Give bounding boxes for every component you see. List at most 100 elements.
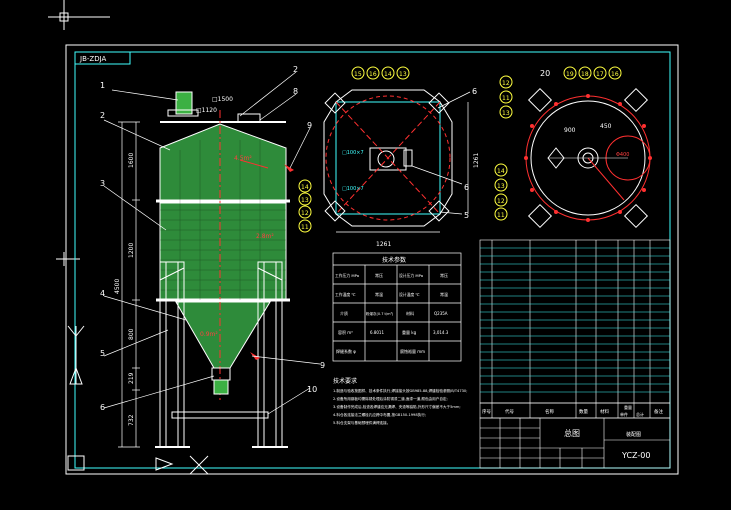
svg-text:11: 11	[497, 212, 505, 219]
svg-text:219: 219	[128, 372, 135, 384]
dim-top-2: □1120	[196, 107, 217, 114]
svg-text:13: 13	[301, 197, 309, 204]
callout-3: 3	[100, 179, 105, 188]
vertical-dimensions	[118, 121, 140, 448]
svg-text:16: 16	[369, 71, 377, 78]
svg-text:Q235A: Q235A	[434, 311, 448, 316]
svg-text:□100×7: □100×7	[342, 150, 364, 156]
svg-text:13: 13	[502, 110, 510, 117]
balloons-bottom-view-left	[494, 75, 513, 221]
svg-text:代号: 代号	[505, 408, 514, 415]
svg-text:容积 m³: 容积 m³	[338, 329, 353, 335]
svg-text:总计: 总计	[636, 411, 644, 417]
balloons-top-view	[351, 66, 410, 80]
notes-heading: 技术要求	[333, 377, 357, 385]
svg-text:单件: 单件	[620, 411, 628, 417]
title-block-name: 总图	[564, 428, 580, 438]
notes-lines: 1.制造与验收按图样、技术条件执行,焊接接头按GB985-88,焊缝检验参照JB…	[333, 388, 467, 425]
svg-text:Φ400: Φ400	[616, 152, 629, 158]
svg-text:常压: 常压	[375, 272, 383, 278]
ucs-icon	[67, 325, 209, 475]
svg-text:常温: 常温	[375, 291, 383, 297]
svg-text:常温: 常温	[440, 291, 448, 297]
bom-rows	[480, 247, 670, 393]
vibrator-motor	[175, 91, 193, 115]
callout-2: 2	[100, 111, 105, 120]
svg-text:4500: 4500	[114, 279, 121, 294]
upper-cone	[159, 123, 287, 201]
callout-1: 1	[100, 81, 105, 90]
tech-table	[332, 252, 462, 362]
title-tag: JB-ZDJA	[79, 55, 107, 63]
part-number: YCZ-00	[621, 451, 650, 460]
callout-r-9b: 9	[320, 361, 325, 370]
bottom-view: 900 450 Φ400	[524, 87, 652, 229]
callout-r-9: 9	[307, 121, 312, 130]
tech-table-title: 技术参数	[382, 256, 406, 264]
svg-text:16: 16	[611, 71, 619, 78]
svg-text:重量 kg: 重量 kg	[402, 329, 417, 335]
svg-text:800: 800	[128, 328, 135, 340]
silo-body	[159, 202, 287, 301]
ucs-crosshair	[48, 0, 110, 266]
callout-top-6: 6	[464, 183, 469, 192]
svg-text:工作温度 ℃: 工作温度 ℃	[335, 292, 356, 297]
svg-text:18: 18	[581, 71, 589, 78]
dim-view2-h: 1261	[376, 241, 391, 248]
svg-text:4.5m²: 4.5m²	[234, 155, 252, 162]
outer-frame	[65, 44, 679, 475]
svg-text:粉煤灰(0.7 t/m³): 粉煤灰(0.7 t/m³)	[366, 311, 394, 316]
svg-text:备注: 备注	[654, 408, 663, 415]
dim-view3-900: 900	[564, 127, 576, 134]
svg-text:3.设备制作完成后,检查各焊缝应无漏焊、夹渣等缺陷,外形尺寸: 3.设备制作完成后,检查各焊缝应无漏焊、夹渣等缺陷,外形尺寸偏差不大于5mm;	[333, 404, 461, 409]
svg-text:重量: 重量	[624, 404, 632, 410]
svg-text:14: 14	[301, 184, 309, 191]
svg-text:11: 11	[502, 95, 510, 102]
callout-r-2: 2	[293, 65, 298, 74]
bom-footer: 序号 代号 名称 数量 材料 单件 总计 备注 重量	[479, 402, 671, 419]
svg-text:14: 14	[384, 71, 392, 78]
balloon-stack-elevation	[298, 179, 312, 233]
dim-view2-v: 1261	[473, 153, 480, 168]
dim-view3-450: 450	[600, 123, 612, 130]
svg-text:12: 12	[502, 80, 510, 87]
svg-text:4.料仓各连接法兰螺栓孔应跨中布置,按GB150-1998执: 4.料仓各连接法兰螺栓孔应跨中布置,按GB150-1998执行;	[333, 412, 426, 417]
title-block-sub: 装配图	[626, 431, 641, 438]
title-block	[479, 417, 671, 469]
callout-r-8: 8	[293, 87, 298, 96]
svg-text:设计压力 MPa: 设计压力 MPa	[399, 273, 423, 278]
callout-4: 4	[100, 289, 105, 298]
svg-text:序号: 序号	[482, 408, 491, 415]
svg-text:介质: 介质	[340, 310, 348, 316]
svg-text:14: 14	[497, 168, 505, 175]
svg-text:1200: 1200	[128, 243, 135, 258]
left-callouts	[103, 89, 215, 409]
svg-text:名称: 名称	[545, 408, 554, 415]
callout-6: 6	[100, 403, 105, 412]
dim-text-vertical: 1600 1200 4500 800 219 732	[114, 153, 135, 426]
svg-text:13: 13	[497, 183, 505, 190]
svg-text:12: 12	[497, 198, 505, 205]
svg-text:设计温度 ℃: 设计温度 ℃	[399, 292, 420, 297]
balloons-bottom-view-top	[563, 66, 622, 80]
svg-text:732: 732	[128, 414, 135, 426]
svg-text:0.9m²: 0.9m²	[200, 331, 218, 338]
dim-top-1: □1500	[212, 96, 233, 103]
callout-bottom-20: 20	[540, 69, 550, 78]
svg-text:数量: 数量	[579, 408, 588, 415]
svg-text:6.8011: 6.8011	[370, 330, 384, 335]
callout-top-18: 6	[472, 87, 477, 96]
svg-text:工作压力 MPa: 工作压力 MPa	[335, 273, 359, 278]
bom-table	[479, 239, 671, 418]
callout-r-10: 10	[307, 385, 317, 394]
svg-text:3,014.3: 3,014.3	[433, 330, 449, 335]
svg-text:15: 15	[354, 71, 362, 78]
svg-text:5.料仓支架与基础预埋件满焊连接。: 5.料仓支架与基础预埋件满焊连接。	[333, 420, 390, 425]
svg-text:2.8m²: 2.8m²	[256, 233, 274, 240]
svg-text:17: 17	[596, 71, 604, 78]
svg-text:□100×7: □100×7	[342, 186, 364, 192]
svg-text:腐蚀裕量 mm: 腐蚀裕量 mm	[400, 348, 425, 354]
svg-text:1600: 1600	[128, 153, 135, 168]
callout-top-5: 5	[464, 211, 469, 220]
